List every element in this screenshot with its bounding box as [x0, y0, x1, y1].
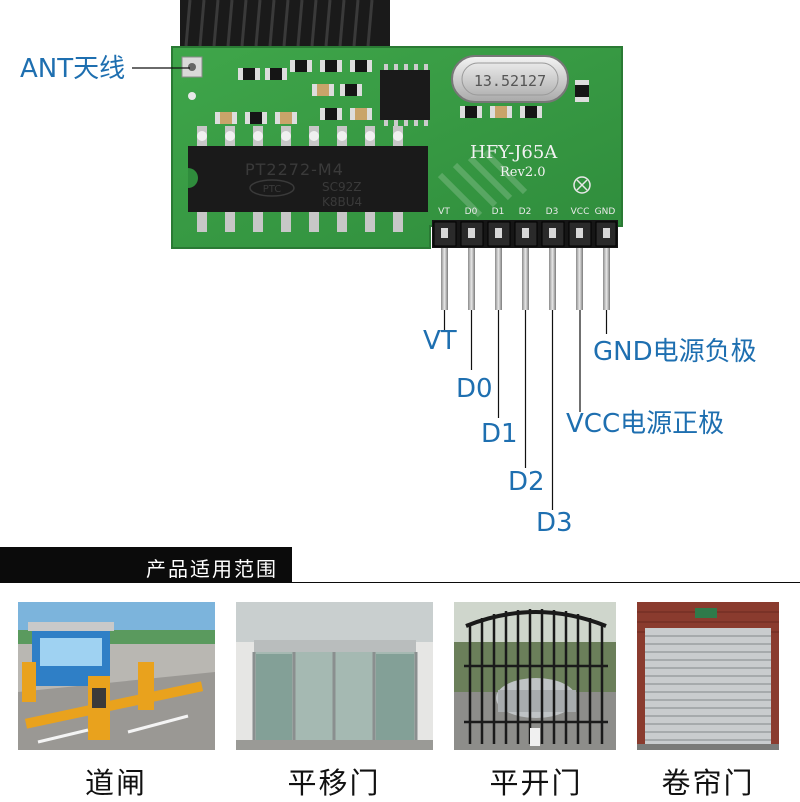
caption-sliding-door: 平移门 [287, 766, 381, 800]
pin-label-vcc: VCC电源正极 [566, 409, 725, 439]
smd-components [215, 60, 589, 124]
pin-label-d2: D2 [508, 467, 545, 497]
pin-silk-labels: VT D0 D1 D2 D3 VCC GND [438, 207, 615, 217]
board-rev: Rev2.0 [500, 165, 546, 180]
pin-silk-vt: VT [438, 207, 450, 217]
leader-lines [132, 67, 608, 510]
caption-swing-gate: 平开门 [489, 766, 583, 800]
pin-label-gnd: GND电源负极 [593, 337, 757, 367]
swing-gate-photo [454, 602, 616, 750]
chip-sub2: K8BU4 [322, 195, 362, 209]
chip-text: PT2272-M4 [245, 160, 344, 179]
pin-silk-vcc: VCC [571, 207, 590, 217]
applications-header: 产品适用范围 [0, 547, 292, 583]
antenna-label: ANT天线 [20, 54, 126, 84]
crystal-oscillator: 13.52127 [451, 55, 569, 103]
caption-rolling-shutter: 卷帘门 [661, 766, 755, 800]
pin-label-d0: D0 [456, 374, 493, 404]
antenna-coil [180, 0, 390, 47]
caption-barrier-gate: 道闸 [84, 766, 147, 800]
pin-silk-gnd: GND [595, 207, 616, 217]
pin-silk-d3: D3 [546, 207, 559, 217]
pin-silk-d0: D0 [465, 207, 478, 217]
rolling-shutter-photo [637, 602, 779, 750]
applications-title: 产品适用范围 [146, 557, 278, 581]
barrier-gate-photo [18, 602, 215, 750]
section-divider [292, 582, 800, 583]
chip-sub1: SC92Z [322, 180, 362, 194]
pin-header [432, 220, 618, 310]
sliding-glass-door-photo [236, 602, 433, 750]
pin-label-vt: VT [423, 326, 457, 356]
chip-logo: PTC [263, 184, 282, 195]
crystal-text: 13.52127 [474, 72, 546, 90]
pin-silk-d1: D1 [492, 207, 505, 217]
board-model: HFY-J65A [470, 142, 558, 163]
receiver-module-illustration: 13.52127 HFY-J65A Rev2.0 PT2272-M4 PTC S… [132, 0, 623, 510]
pin-label-d1: D1 [481, 419, 518, 449]
pin-label-d3: D3 [536, 508, 573, 538]
decoder-chip: PT2272-M4 PTC SC92Z K8BU4 [188, 126, 428, 232]
rf-chip [380, 64, 430, 126]
pin-silk-d2: D2 [519, 207, 532, 217]
